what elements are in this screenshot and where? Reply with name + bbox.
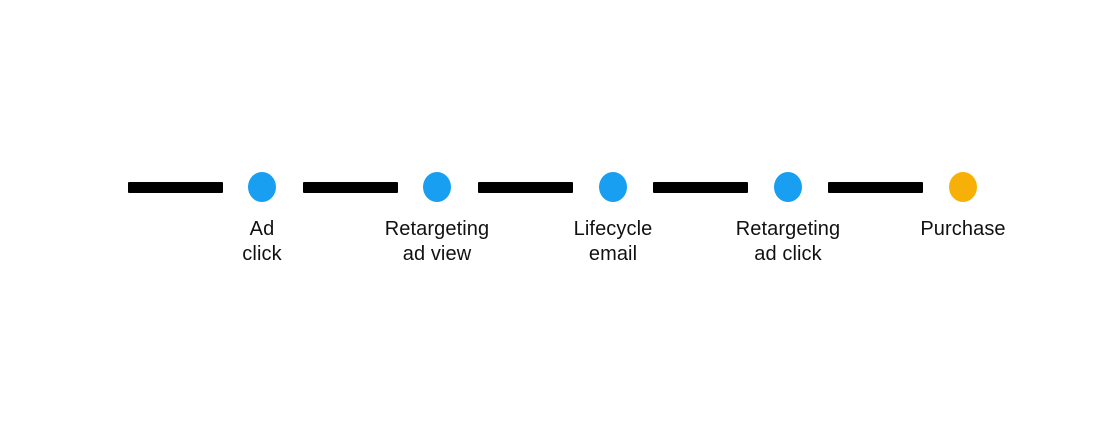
event-dot	[774, 172, 802, 202]
event-label: Purchase	[920, 218, 1006, 240]
event-label: Ad click	[242, 218, 282, 265]
event-dot	[949, 172, 977, 202]
event-label: Retargeting ad view	[384, 218, 490, 265]
event-label: Lifecycle email	[573, 218, 653, 265]
event-dot	[599, 172, 627, 202]
timeline-connector-segment	[653, 182, 748, 193]
event-dot	[248, 172, 276, 202]
timeline-connector-segment	[478, 182, 573, 193]
event-dot	[423, 172, 451, 202]
timeline-connector-segment	[303, 182, 398, 193]
timeline-connector-segment	[828, 182, 923, 193]
event-label: Retargeting ad click	[735, 218, 841, 265]
timeline-connector-segment	[128, 182, 223, 193]
